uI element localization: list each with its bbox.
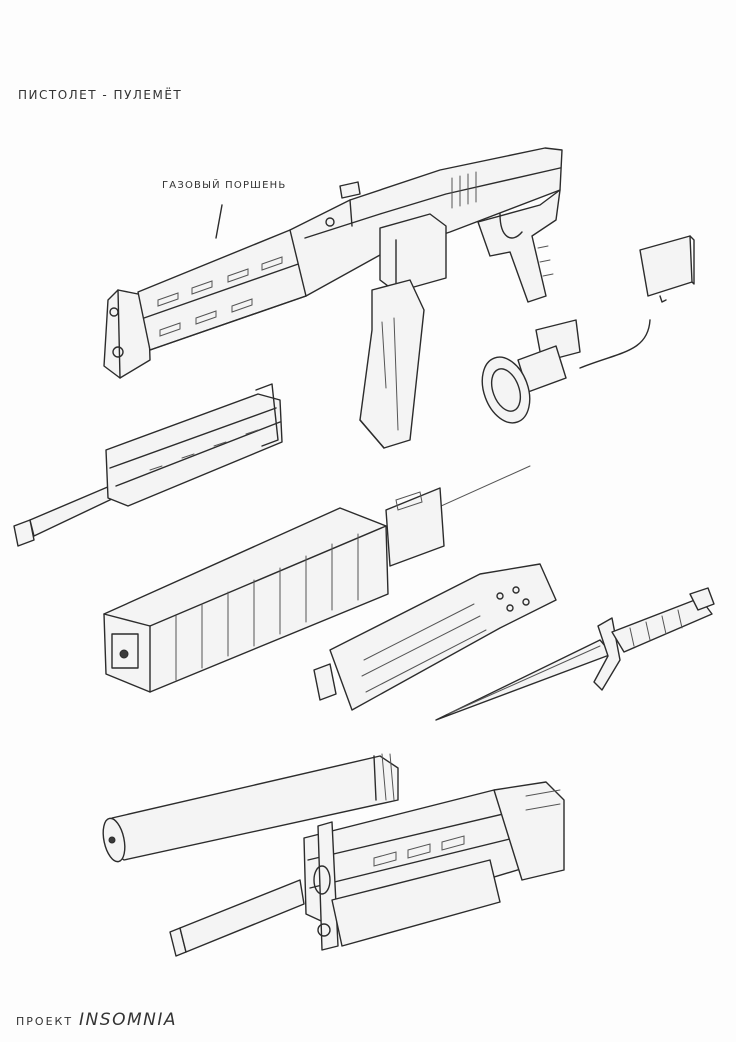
lower-rifle-drawing: [170, 782, 564, 956]
bayonet-drawing: [436, 588, 714, 720]
tactical-light-drawing: [474, 236, 694, 429]
gas-piston-annotation: ГАЗОВЫЙ ПОРШЕНЬ: [162, 180, 287, 191]
signature: ПРОЕКТ INSOMNIA: [16, 1010, 177, 1030]
sheet-title: ПИСТОЛЕТ - ПУЛЕМЁТ: [18, 88, 183, 102]
barrel-assembly-drawing: [14, 384, 282, 546]
fluted-barrel-drawing: [314, 564, 556, 710]
segmented-suppressor-drawing: [104, 488, 444, 692]
signature-prefix: ПРОЕКТ: [16, 1015, 74, 1028]
signature-name: INSOMNIA: [79, 1010, 177, 1030]
annotation-pointer: [216, 205, 222, 238]
suppressor-tube-drawing: [100, 754, 398, 864]
submachine-gun-drawing: [104, 148, 562, 448]
